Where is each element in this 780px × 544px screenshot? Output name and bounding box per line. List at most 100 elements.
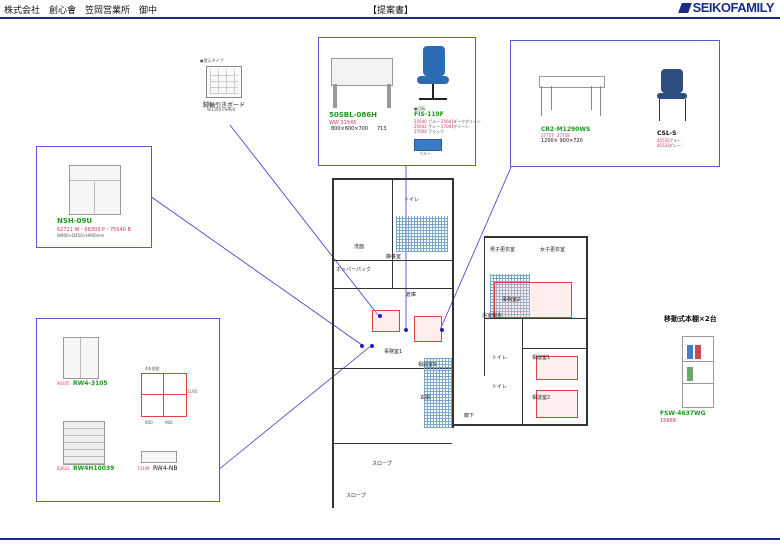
stacking-chair-image — [661, 69, 683, 93]
office2-layout — [494, 282, 572, 318]
room-entrance: 玄関 — [420, 395, 431, 401]
marker-desk — [404, 328, 408, 332]
room-office-2: 事務室2 — [502, 297, 521, 303]
desk-image — [331, 58, 393, 86]
consult2-layout — [536, 390, 578, 418]
table-code-1: 27757 — [541, 133, 554, 138]
desk-chair-panel: 50SBL-086H WW 31545 800×600×700 713 ●回転 … — [318, 37, 481, 166]
storage-model-3: RW4-NB — [153, 465, 178, 472]
chair-s-color-2: グレー — [669, 143, 681, 148]
room-toilet-3: トイレ — [492, 384, 508, 390]
room-consult-1: 相談室1 — [532, 355, 551, 361]
marker-table — [440, 328, 444, 332]
layout-plan-image — [141, 373, 187, 417]
chair-s-color-1: ブルー — [669, 138, 681, 143]
desk-layout-2 — [414, 316, 442, 342]
table-chair-panel: CR2-M1290WS 27757 27758 1200× 900×720 CS… — [510, 40, 720, 167]
blue-fabric-swatch — [414, 139, 442, 151]
chair-color-4: ダークグリーン — [453, 119, 481, 124]
chair-code-2: 25642 — [414, 124, 427, 129]
footer-divider — [0, 538, 780, 540]
swatch-label: ブルー — [419, 151, 431, 156]
header-divider — [0, 17, 780, 19]
logo-text: SEIKOFAMILY — [692, 0, 775, 15]
room-toilet-1: トイレ — [404, 197, 420, 203]
chair-code-3: 27000 — [414, 129, 427, 134]
table-image — [539, 76, 605, 88]
header: 株式会社 創心會 笠岡営業所 御中 【提案書】 SEIKOFAMILY — [0, 0, 780, 19]
desk-size: 800×600×700 — [331, 126, 369, 132]
room-bath: 浴室脱衣 — [482, 313, 503, 319]
chair-color-3: ブラック — [428, 129, 444, 134]
document-title: 【提案書】 — [368, 6, 414, 16]
room-corridor: 廊下 — [464, 413, 475, 419]
cabinet-size: W900×D450×H900mm — [57, 233, 105, 238]
room-men-locker: 男子更衣室 — [490, 247, 516, 253]
storage-panel: 90375 RW4-3105 62623 RW4H10039 4本並組 900 … — [36, 318, 220, 502]
leader-cabinet — [149, 195, 363, 346]
room-toilet-2: トイレ — [492, 355, 508, 361]
room-consult-3: 相談室3 — [418, 362, 437, 368]
chair-color-2: グレー — [428, 124, 440, 129]
board-name: 脚輪引きボード — [203, 102, 246, 109]
board-size: W1200×H900 — [207, 107, 236, 112]
storage-code-1: 90375 — [57, 381, 70, 386]
marker-cabinet — [360, 344, 364, 348]
table-code-2: 27758 — [557, 133, 570, 138]
room-consult-2: 相談室2 — [532, 395, 551, 401]
chair-model: FIS-119F — [414, 111, 444, 118]
rack-code: 15668 — [660, 418, 676, 424]
board-type-label: ●提示タイプ — [200, 58, 224, 63]
shelf-cabinet-image — [63, 337, 99, 379]
room-washroom: 洗面 — [354, 244, 365, 250]
leader-board — [229, 124, 379, 316]
storage-code-3: 73149 — [137, 466, 150, 471]
room-hopper: ホッパーパック — [336, 267, 371, 273]
tatami-area — [396, 216, 448, 252]
cabinet-panel: NSH-09U 62721 W・66303 P・75540 B W900×D45… — [36, 146, 152, 248]
chair-color-1: ブルー — [428, 119, 440, 124]
cabinet-model: NSH-09U — [57, 217, 93, 225]
plan-label: 4本並組 — [145, 366, 160, 371]
brand-logo: SEIKOFAMILY — [677, 0, 775, 15]
client-name: 株式会社 創心會 笠岡営業所 御中 — [4, 6, 158, 16]
chair-image — [423, 46, 445, 76]
cabinet-image — [69, 165, 121, 215]
desk-price: 713 — [377, 126, 387, 132]
drawer-cabinet-image — [63, 421, 105, 465]
plan-dim-1: 900 — [145, 420, 153, 425]
chair-code-4: 25641 — [441, 119, 454, 124]
plan-dim-h: 1195 — [187, 389, 198, 394]
storage-code-2: 62623 — [57, 466, 70, 471]
chair-s-model: CSL-S — [657, 130, 677, 137]
cabinet-codes: 62721 W・66303 P・75540 B — [57, 227, 131, 233]
room-slope-1: スロープ — [372, 461, 392, 467]
base-image — [141, 451, 177, 463]
storage-model-2: RW4H10039 — [73, 465, 115, 472]
rack-model: FSW-4637WG — [660, 410, 706, 417]
room-storage: 倉庫 — [406, 292, 417, 298]
mobile-bookshelf-image — [682, 336, 714, 408]
chair-code-5: 27001 — [441, 124, 454, 129]
desk-model: 50SBL-086H — [329, 111, 377, 119]
chair-color-5: グリーン — [453, 124, 469, 129]
table-model: CR2-M1290WS — [541, 126, 591, 133]
room-rest: 静養室 — [386, 254, 402, 260]
room-women-locker: 女子更衣室 — [540, 247, 566, 253]
chair-label: ●回転 — [414, 106, 426, 111]
consult1-layout — [536, 356, 578, 380]
marker-storage — [370, 344, 374, 348]
floor-plan: トイレ 洗面 静養室 ホッパーパック 倉庫 事務室1 相談室3 玄関 スロープ … — [332, 178, 590, 508]
desk-layout-1 — [372, 310, 400, 332]
marker-board — [378, 314, 382, 318]
desk-code: WW 31545 — [329, 120, 357, 126]
table-size: 1200× 900×720 — [541, 138, 583, 144]
chair-s-code-2: 45533 — [657, 143, 670, 148]
rack-title: 移動式本棚×2台 — [664, 315, 717, 323]
chair-s-code-1: 45532 — [657, 138, 670, 143]
whiteboard-image — [206, 66, 242, 98]
leader-storage — [217, 344, 373, 471]
chair-code-1: 25640 — [414, 119, 427, 124]
storage-model-1: RW4-3105 — [73, 380, 108, 387]
room-office-1: 事務室1 — [384, 349, 403, 355]
